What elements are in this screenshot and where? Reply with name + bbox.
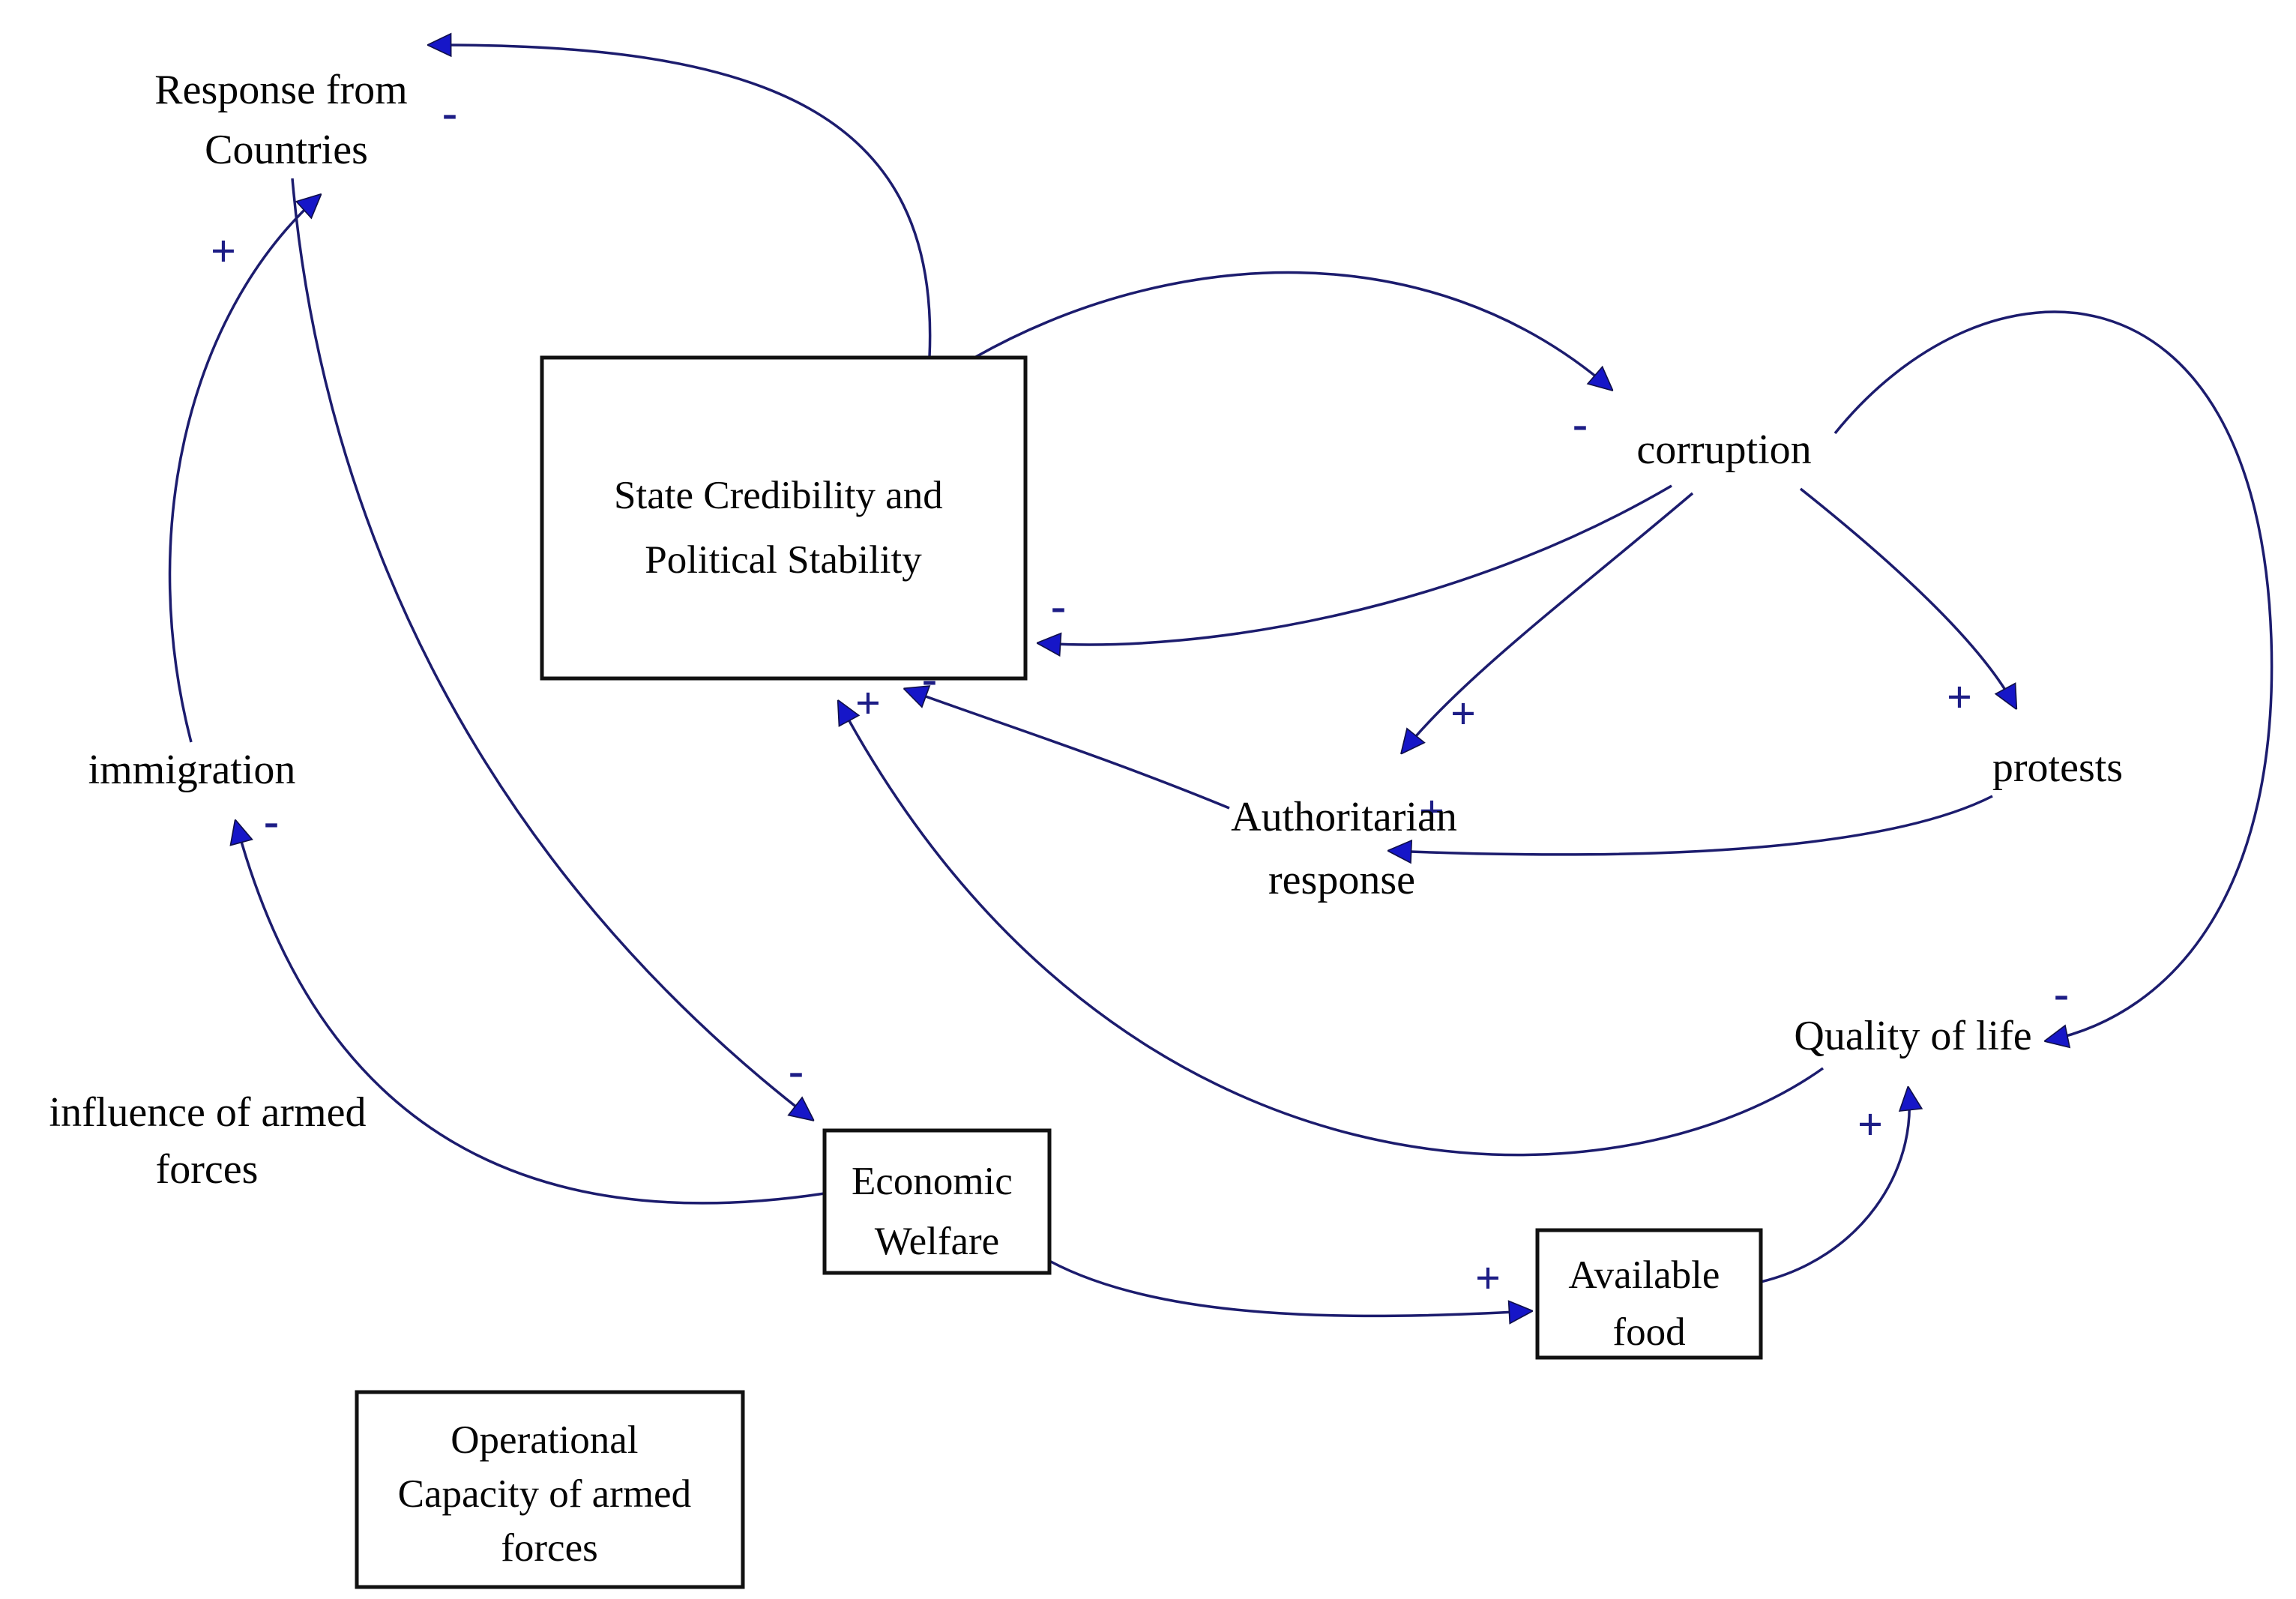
- available-food-label-line2: food: [1612, 1310, 1685, 1354]
- edge-immigration-to-response: [168, 196, 319, 743]
- node-response-from-countries: Response from Countries: [154, 67, 418, 173]
- sign-quality-of-life-sc: +: [855, 678, 881, 728]
- edge-economic-welfare-to-available-food: [1049, 1259, 1529, 1316]
- operational-capacity-label-line2: Capacity of armed: [398, 1472, 691, 1516]
- edge-corruption-to-protests: [1799, 487, 2015, 706]
- sign-corruption-quality-of-life: -: [2054, 969, 2069, 1018]
- economic-welfare-box: [822, 1128, 1052, 1275]
- available-food-label-line1: Available: [1568, 1253, 1720, 1297]
- state-credibility-label-line1: State Credibility and: [614, 474, 943, 517]
- sign-protests-authoritarian: +: [1419, 786, 1444, 836]
- sign-economic-welfare-immigration: -: [264, 796, 279, 846]
- edge-state-credibility-to-corruption: [974, 271, 1610, 388]
- influence-label-line1: influence of armed: [49, 1089, 367, 1136]
- influence-label-line2: forces: [156, 1146, 259, 1193]
- operational-capacity-label-line3: forces: [501, 1526, 597, 1570]
- authoritarian-label-line2: response: [1268, 857, 1415, 903]
- sign-sc-corruption: -: [1573, 399, 1588, 448]
- svg-text:Operational Capacity of: Operational Capacity of armed forces: [398, 1418, 702, 1570]
- node-state-credibility: State Credibility and Political Stabilit…: [540, 355, 1028, 681]
- node-authoritarian-response: Authoritarian response: [1231, 794, 1468, 903]
- svg-text:Economic Welfare: Economic Welfare: [852, 1160, 1022, 1263]
- state-credibility-box: [540, 355, 1028, 681]
- economic-welfare-label-line1: Economic: [852, 1160, 1013, 1203]
- edge-economic-welfare-to-immigration: [236, 823, 825, 1205]
- authoritarian-label-line1: Authoritarian: [1231, 794, 1457, 840]
- node-quality-of-life: Quality of life: [1794, 1013, 2031, 1059]
- economic-welfare-label-line2: Welfare: [875, 1220, 999, 1263]
- edge-available-food-to-quality-of-life: [1760, 1090, 1909, 1283]
- node-corruption: corruption: [1636, 427, 1811, 473]
- node-protests: protests: [1992, 744, 2123, 791]
- state-credibility-label-line2: Political Stability: [645, 538, 922, 582]
- operational-capacity-box: [355, 1390, 745, 1589]
- sign-corruption-sc: -: [1051, 581, 1066, 630]
- edge-quality-of-life-to-state-credibility: [840, 703, 1825, 1157]
- sign-corruption-protests: +: [1947, 672, 1972, 722]
- edge-protests-to-authoritarian: [1391, 795, 1993, 855]
- available-food-box: [1535, 1228, 1763, 1360]
- edge-corruption-to-authoritarian: [1403, 492, 1694, 751]
- svg-text:State Credibility and Po: State Credibility and Political Stabilit…: [614, 474, 953, 582]
- edge-state-credibility-to-response: [431, 45, 932, 358]
- sign-sc-response: -: [442, 88, 457, 137]
- node-operational-capacity: Operational Capacity of armed forces: [355, 1390, 745, 1589]
- svg-text:Available food: Available food: [1568, 1253, 1729, 1354]
- sign-response-economic-welfare: -: [789, 1046, 804, 1095]
- edge-corruption-to-state-credibility: [1040, 484, 1672, 645]
- sign-available-food-quality-of-life: +: [1857, 1100, 1883, 1149]
- edge-response-to-economic-welfare: [291, 178, 811, 1118]
- node-available-food: Available food: [1535, 1228, 1763, 1360]
- sign-immigration-response: +: [211, 226, 236, 276]
- response-label-line1: Response from: [154, 67, 408, 113]
- sign-corruption-authoritarian: +: [1450, 689, 1476, 738]
- operational-capacity-label-line1: Operational: [451, 1418, 638, 1462]
- node-immigration: immigration: [88, 747, 296, 793]
- edge-authoritarian-to-state-credibility: [907, 690, 1230, 810]
- sign-economic-welfare-available-food: +: [1475, 1253, 1501, 1303]
- response-label-line2: Countries: [205, 127, 368, 173]
- node-economic-welfare: Economic Welfare: [822, 1128, 1052, 1275]
- edge-corruption-to-quality-of-life: [1834, 310, 2274, 1041]
- node-influence-of-armed-forces: influence of armed forces: [49, 1089, 377, 1193]
